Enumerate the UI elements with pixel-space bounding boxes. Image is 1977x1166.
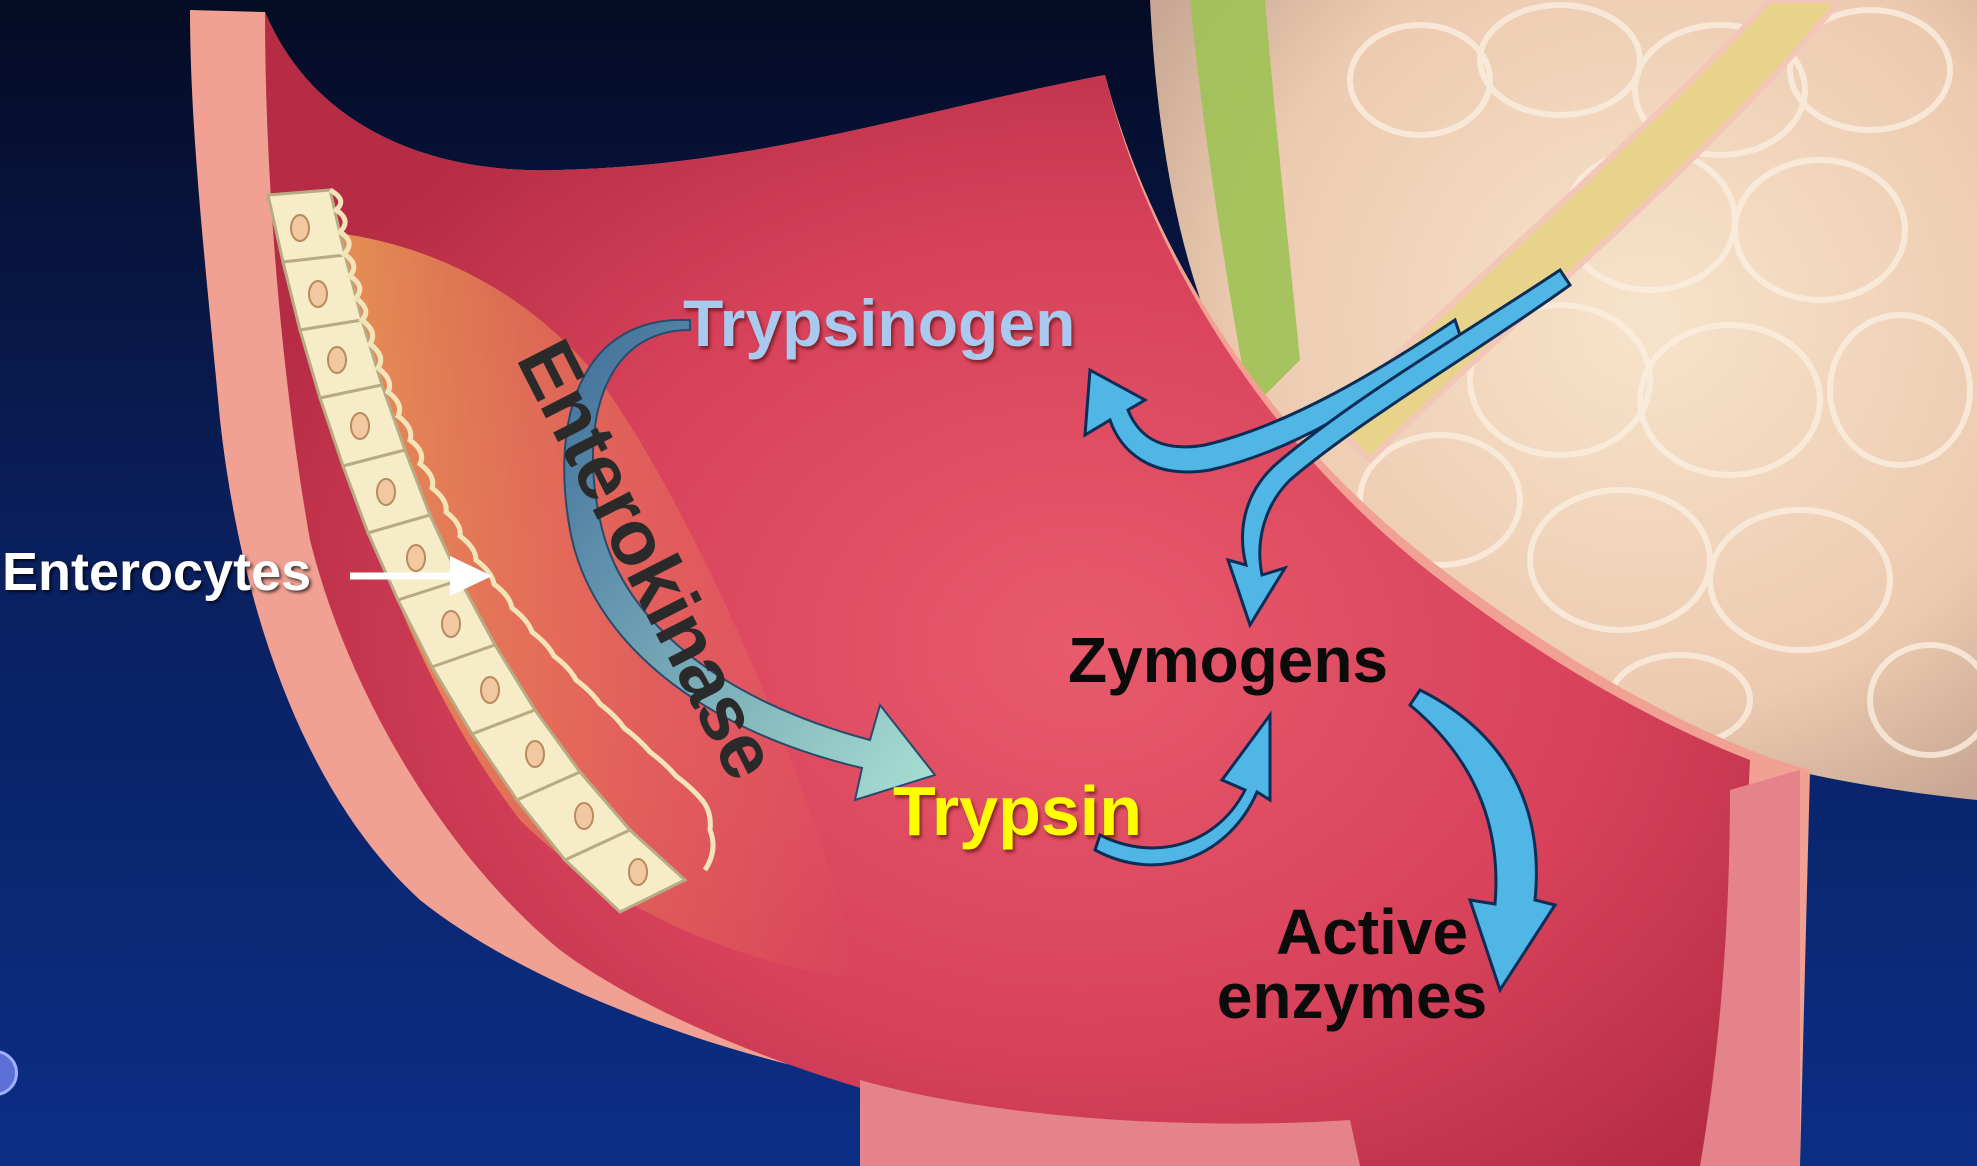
trypsin-label: Trypsin bbox=[893, 776, 1142, 846]
active-enzymes-line1: Active bbox=[1202, 900, 1502, 964]
zymogens-label: Zymogens bbox=[1068, 628, 1388, 692]
trypsinogen-label: Trypsinogen bbox=[683, 290, 1075, 356]
active-enzymes-line2: enzymes bbox=[1202, 964, 1502, 1028]
enterocytes-label: Enterocytes bbox=[2, 545, 311, 599]
active-enzymes-label: Active enzymes bbox=[1202, 900, 1502, 1028]
